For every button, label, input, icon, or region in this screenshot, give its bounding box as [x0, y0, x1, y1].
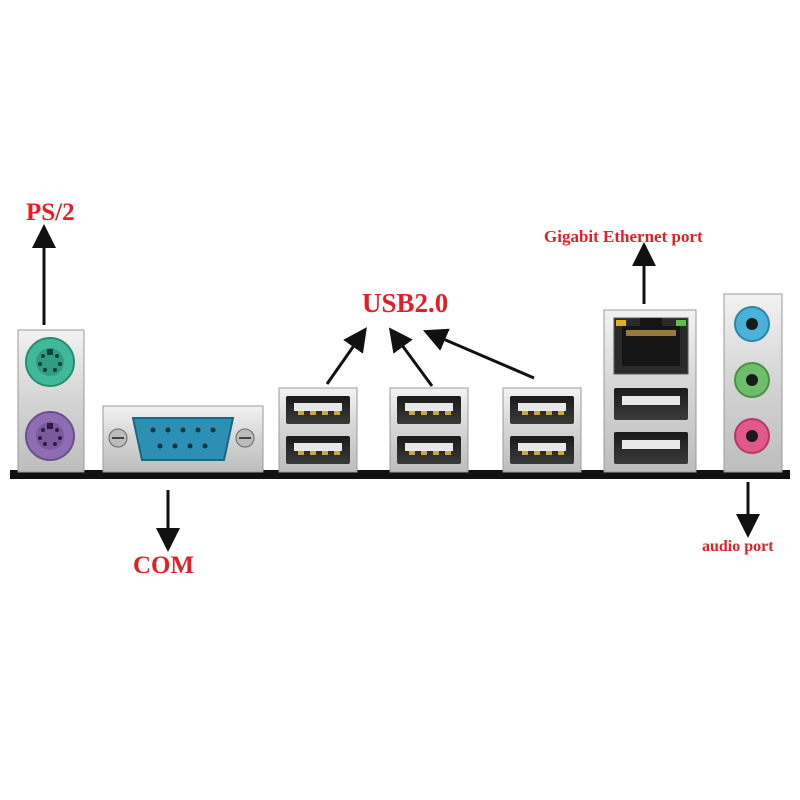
audio-label: audio port: [702, 538, 774, 555]
com-label: COM: [133, 552, 195, 579]
rj45-ethernet-port-icon: [613, 317, 689, 375]
lan-usb-module: [603, 309, 697, 473]
ps2-label: PS/2: [26, 199, 75, 226]
board-base-strip: [10, 470, 790, 479]
usb-port-icon: [510, 396, 574, 424]
usb-port-icon: [614, 388, 688, 420]
usb-arrow-2: [388, 327, 434, 387]
usb-stack-1: [278, 387, 358, 473]
audio-jack-icon: [734, 362, 770, 398]
usb-arrow-1: [325, 327, 367, 385]
ps2-keyboard-port-icon: [25, 411, 75, 461]
com-screw-right-icon: [235, 428, 255, 448]
usb-port-icon: [286, 436, 350, 464]
com-serial-port-icon: [131, 417, 235, 461]
com-screw-left-icon: [108, 428, 128, 448]
usb-port-icon: [286, 396, 350, 424]
audio-jack-icon: [734, 418, 770, 454]
ps2-mouse-port-icon: [25, 337, 75, 387]
usb-port-icon: [397, 396, 461, 424]
com-module: [102, 405, 264, 473]
ethernet-label: Gigabit Ethernet port: [544, 227, 703, 246]
ps2-module: [17, 329, 85, 473]
usb-port-icon: [397, 436, 461, 464]
usb-stack-3: [502, 387, 582, 473]
usb-port-icon: [510, 436, 574, 464]
audio-jack-icon: [734, 306, 770, 342]
usb-arrow-3: [422, 328, 535, 380]
usb-label: USB2.0: [362, 288, 449, 318]
usb-port-icon: [614, 432, 688, 464]
usb-stack-2: [389, 387, 469, 473]
audio-module: [723, 293, 783, 473]
